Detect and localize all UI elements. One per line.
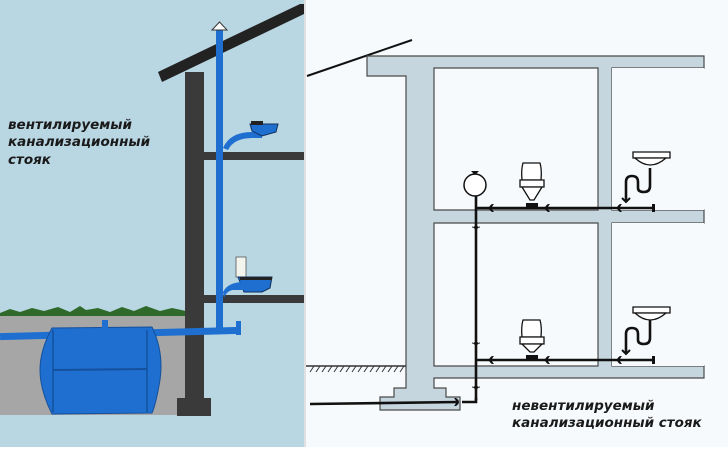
trap-upper xyxy=(624,168,652,202)
bell-fitting xyxy=(489,204,494,212)
bell-fitting xyxy=(454,398,459,406)
unvented-riser-label: невентилируемый канализационный стояк xyxy=(512,398,702,433)
upper-right-room xyxy=(612,68,704,210)
toilet-flange xyxy=(526,355,538,361)
tank-hatch xyxy=(102,320,108,328)
toilet-drain xyxy=(223,282,246,298)
bell-fitting xyxy=(472,386,480,389)
outlet-elbow xyxy=(462,398,478,404)
bell-fitting xyxy=(617,356,622,364)
sink-drain xyxy=(223,132,262,150)
bell-fitting xyxy=(545,204,550,212)
septic-tank xyxy=(39,326,162,415)
tank-level xyxy=(52,368,148,371)
sink-lower xyxy=(632,306,671,321)
label-line: канализационный xyxy=(8,134,151,151)
bell-fitting xyxy=(617,204,622,212)
pipe-plug xyxy=(652,356,655,364)
vent-riser xyxy=(216,28,223,333)
outlet-pipe xyxy=(309,400,459,406)
label-line: вентилируемый xyxy=(8,117,132,133)
toilet-tank xyxy=(235,256,247,278)
roof-line xyxy=(306,39,413,77)
vented-riser-label: вентилируемый канализационный стояк xyxy=(8,117,150,169)
floor-lower xyxy=(204,295,304,303)
left-panel xyxy=(0,0,304,447)
grass xyxy=(0,306,186,316)
cleanout xyxy=(463,173,487,197)
cleanout-cap xyxy=(236,321,241,335)
bell-fitting xyxy=(472,342,480,345)
fittings xyxy=(454,197,655,406)
sink xyxy=(249,123,279,137)
toilet-seat xyxy=(240,277,272,280)
cleanout-cap xyxy=(471,171,479,175)
right-panel xyxy=(306,0,728,447)
bell-fitting xyxy=(545,356,550,364)
toilet-flange xyxy=(526,203,538,209)
pipe-network xyxy=(309,168,654,406)
trap-tee xyxy=(621,349,631,356)
upper-left-room xyxy=(433,67,599,211)
toilet-lower xyxy=(519,319,545,353)
bell-fitting xyxy=(472,226,480,229)
label-line: стояк xyxy=(8,151,51,168)
sink-upper xyxy=(632,151,671,166)
pipe-plug xyxy=(652,204,655,212)
house-wall xyxy=(185,72,204,407)
foundation xyxy=(177,398,211,416)
floor-upper xyxy=(204,152,304,160)
bell-fitting xyxy=(489,356,494,364)
sink-faucet xyxy=(251,121,263,125)
label-line: канализационный стояк xyxy=(512,415,702,432)
label-line: невентилируемый xyxy=(512,398,655,414)
trap-lower xyxy=(624,320,652,354)
roof xyxy=(158,4,304,82)
toilet-upper xyxy=(519,162,545,201)
vent-cap xyxy=(210,21,229,31)
trap-tee xyxy=(621,197,631,204)
lower-left-room xyxy=(433,222,599,367)
lower-right-room xyxy=(612,223,704,366)
ground-hatch xyxy=(309,365,405,373)
